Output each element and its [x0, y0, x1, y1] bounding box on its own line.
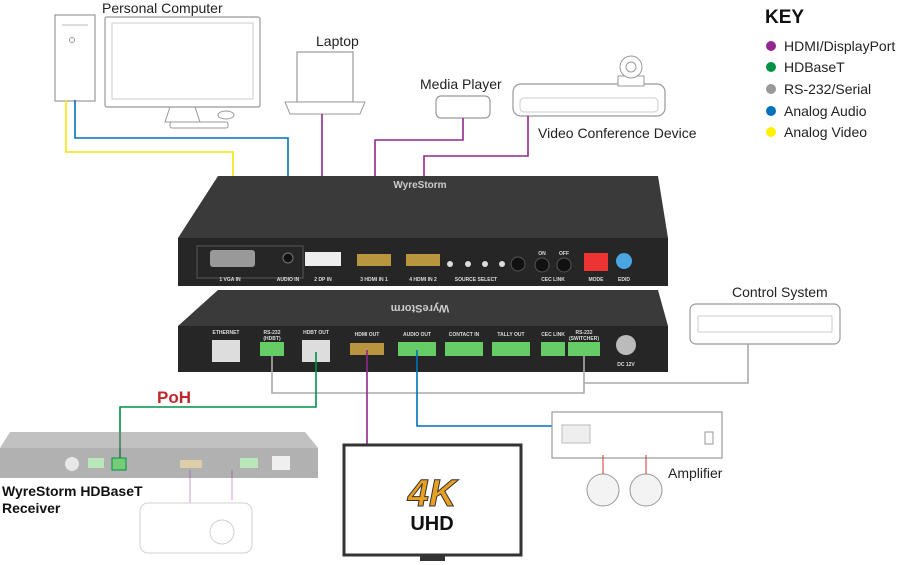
- hdmi-in1-port: [357, 254, 391, 266]
- legend-swatch-audio: [766, 106, 776, 116]
- speaker-right: [629, 473, 663, 507]
- legend-video: Analog Video: [784, 124, 867, 140]
- dc-label: DC 12V: [617, 362, 635, 368]
- legend-hdbaset: HDBaseT: [784, 59, 845, 75]
- amplifier-label: Amplifier: [668, 465, 723, 481]
- legend-audio: Analog Audio: [784, 103, 867, 119]
- legend-rs232: RS-232/Serial: [784, 81, 871, 97]
- laptop: [217, 51, 366, 120]
- ethernet-label: ETHERNET: [213, 330, 240, 336]
- tally-out-port: [492, 342, 530, 356]
- audio-in-label: AUDIO IN: [277, 277, 300, 283]
- legend-hdmi: HDMI/DisplayPort: [784, 38, 895, 54]
- rs232-hdbt-sub: (HDBT): [263, 336, 281, 342]
- cec-off-button[interactable]: [556, 257, 572, 273]
- control-system: [689, 303, 841, 345]
- cec-link-port: [541, 342, 565, 356]
- dc-power-port: [616, 335, 636, 355]
- legend: KEY HDMI/DisplayPort HDBaseT RS-232/Seri…: [765, 7, 895, 140]
- legend-swatch-rs232: [766, 84, 776, 94]
- media-player: [435, 95, 491, 119]
- tv-logo-4k: 4K: [407, 473, 459, 515]
- rs232-hdbt-label: RS-232: [264, 330, 281, 336]
- hdbt-out-label: HDBT OUT: [303, 330, 329, 336]
- edid-rotary[interactable]: [616, 253, 632, 269]
- pc-label: Personal Computer: [102, 0, 223, 16]
- receiver-label-1: WyreStorm HDBaseT: [2, 483, 143, 499]
- audio-out-label: AUDIO OUT: [403, 332, 431, 338]
- legend-title: KEY: [765, 7, 804, 28]
- tv-logo-uhd: UHD: [410, 513, 453, 535]
- cec-link-label: CEC LINK: [541, 277, 565, 283]
- brand-logo-rear: WyreStorm: [391, 302, 450, 314]
- contact-in-port: [445, 342, 483, 356]
- media-player-label: Media Player: [420, 76, 502, 92]
- cec-on-label: ON: [538, 251, 546, 257]
- hdmi-in2-port: [406, 254, 440, 266]
- rs232-hdbt-port: [260, 342, 284, 356]
- output-cables: [119, 344, 749, 465]
- source-select-label: SOURCE SELECT: [455, 277, 498, 283]
- pc-monitor: [104, 16, 261, 129]
- mode-label: MODE: [589, 277, 605, 283]
- hdmi1-label: 3 HDMI IN 1: [360, 277, 388, 283]
- vc-label: Video Conference Device: [538, 125, 697, 141]
- hdmi-out-port: [350, 343, 384, 355]
- audio-out-port: [398, 342, 436, 356]
- video-conference-device: [512, 55, 666, 117]
- projector: [139, 470, 253, 554]
- audio-in-port: [282, 252, 294, 264]
- speaker-left: [586, 473, 620, 507]
- rs232-sw-sub: (SWITCHER): [569, 336, 599, 342]
- rs232-switcher-port: [568, 342, 600, 356]
- dp-port: [305, 252, 341, 266]
- cec-link-rear-label: CEC LINK: [541, 332, 565, 338]
- legend-swatch-video: [766, 127, 776, 137]
- tally-out-label: TALLY OUT: [497, 332, 524, 338]
- tv: 4K UHD: [342, 443, 523, 561]
- hdmi-out-label: HDMI OUT: [355, 332, 380, 338]
- laptop-label: Laptop: [316, 33, 359, 49]
- legend-swatch-hdmi: [766, 41, 776, 51]
- receiver-label-2: Receiver: [2, 500, 61, 516]
- vga-label: 1 VGA IN: [219, 277, 241, 283]
- cec-on-button[interactable]: [534, 257, 550, 273]
- amplifier: [551, 411, 723, 507]
- edid-label: EDID: [618, 277, 630, 283]
- switcher-rear-unit: WyreStorm ETHERNET RS-232 (HDBT) HDBT OU…: [178, 290, 668, 372]
- hdbt-out-port: [302, 340, 330, 362]
- legend-swatch-hdbaset: [766, 62, 776, 72]
- rs232-sw-label: RS-232: [576, 330, 593, 336]
- contact-in-label: CONTACT IN: [449, 332, 480, 338]
- control-label: Control System: [732, 284, 828, 300]
- mode-dip-switch[interactable]: [584, 253, 608, 271]
- poh-label: PoH: [157, 388, 191, 407]
- receiver-hdbt-port: [111, 457, 127, 471]
- hdbaset-receiver: [0, 432, 318, 478]
- ethernet-port: [212, 340, 240, 362]
- pc-tower: [54, 14, 96, 102]
- hdmi2-label: 4 HDMI IN 2: [409, 277, 437, 283]
- brand-logo-top: WyreStorm: [393, 180, 446, 191]
- source-select-button[interactable]: [510, 256, 526, 272]
- vga-port: [210, 250, 255, 267]
- dp-label: 2 DP IN: [314, 277, 332, 283]
- switcher-unit: WyreStorm 1 VGA IN AUDIO IN 2 DP IN 3 HD…: [178, 176, 668, 286]
- cec-off-label: OFF: [559, 251, 569, 257]
